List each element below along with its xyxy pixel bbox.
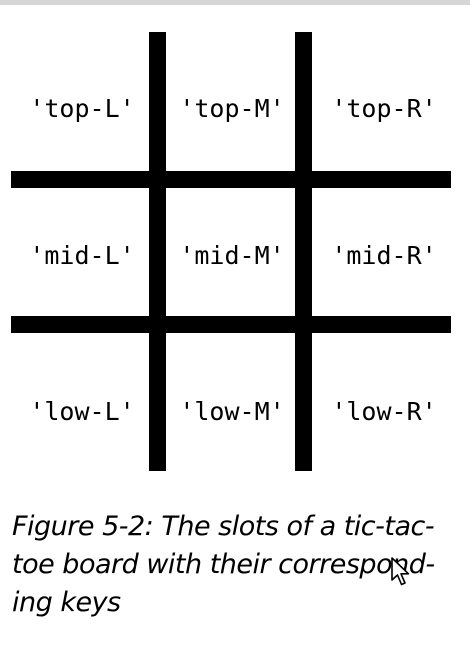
caption-line: Figure 5-2: The slots of a tic-tac- [12,511,435,542]
board-vertical-line-left [149,32,166,471]
board-horizontal-line-bottom [11,316,451,333]
slot-low-left-label: 'low-L' [29,397,135,426]
slot-middle-left-label: 'mid-L' [29,241,135,270]
figure-caption: Figure 5-2: The slots of a tic-tac- toe … [12,508,452,622]
slot-middle-middle-label: 'mid-M' [179,241,285,270]
window-top-edge [0,0,470,5]
slot-top-middle-label: 'top-M' [179,94,285,123]
board-vertical-line-right [295,32,312,471]
slot-middle-right-label: 'mid-R' [331,241,437,270]
mouse-pointer-icon [391,557,410,586]
board-horizontal-line-top [11,171,451,188]
slot-low-right-label: 'low-R' [331,397,437,426]
caption-line: toe board with their correspond- [12,549,435,580]
slot-top-right-label: 'top-R' [331,94,437,123]
caption-line: ing keys [12,587,121,618]
slot-top-left-label: 'top-L' [29,94,135,123]
slot-low-middle-label: 'low-M' [179,397,285,426]
